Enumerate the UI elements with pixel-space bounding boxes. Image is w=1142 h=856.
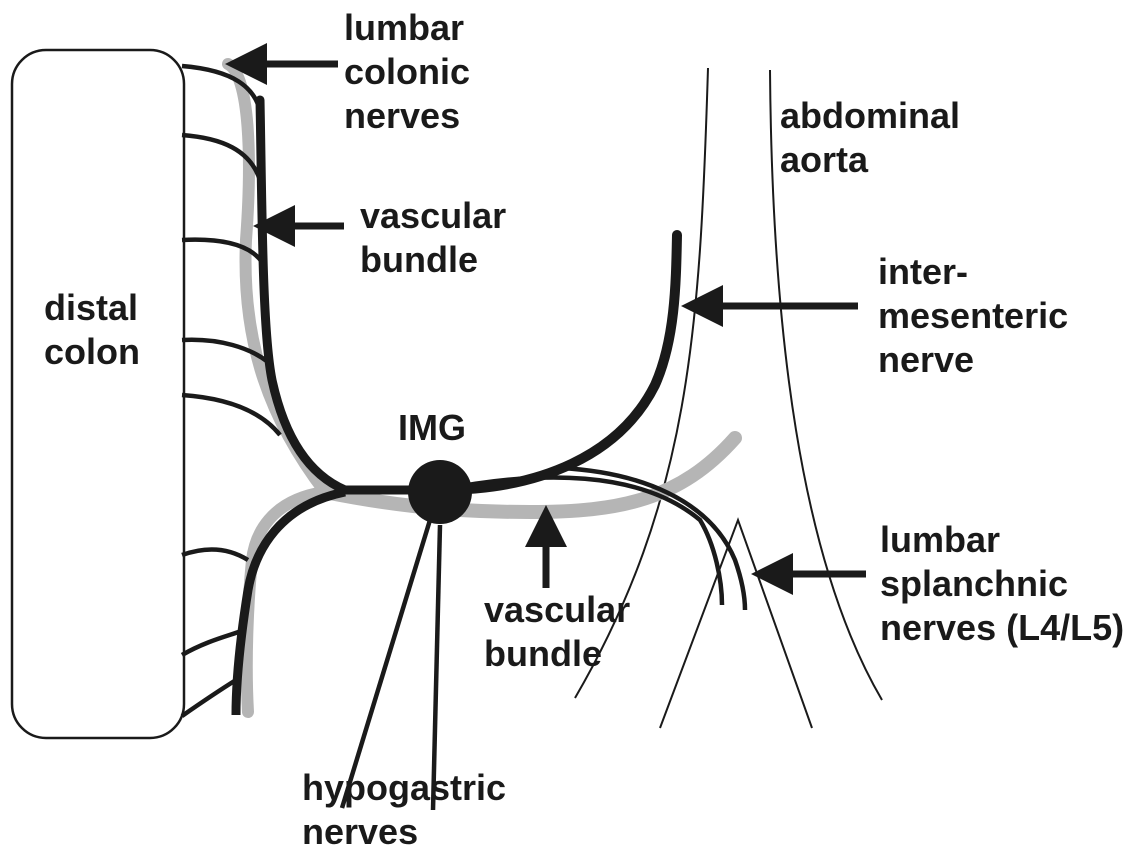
label-vascular-bundle-upper: vascular bundle <box>360 194 506 282</box>
distal-colon-shape <box>12 50 184 738</box>
label-line: vascular <box>484 588 630 632</box>
label-line: colonic <box>344 50 470 94</box>
label-abdominal-aorta: abdominal aorta <box>780 94 960 182</box>
spine-outline <box>660 520 812 728</box>
label-vascular-bundle-lower: vascular bundle <box>484 588 630 676</box>
label-line: bundle <box>360 238 506 282</box>
img-ganglion <box>408 460 472 524</box>
label-intermesenteric-nerve: inter- mesenteric nerve <box>878 250 1068 382</box>
label-line: splanchnic <box>880 562 1124 606</box>
label-lumbar-splanchnic-nerves: lumbar splanchnic nerves (L4/L5) <box>880 518 1124 650</box>
label-hypogastric-nerves: hypogastric nerves <box>302 766 506 854</box>
label-line: IMG <box>398 406 466 450</box>
label-line: nerve <box>878 338 1068 382</box>
label-line: bundle <box>484 632 630 676</box>
label-line: nerves <box>302 810 506 854</box>
label-line: nerves (L4/L5) <box>880 606 1124 650</box>
label-line: inter- <box>878 250 1068 294</box>
label-lumbar-colonic-nerves: lumbar colonic nerves <box>344 6 470 138</box>
label-img: IMG <box>398 406 466 450</box>
label-distal-colon: distal colon <box>44 286 140 374</box>
label-line: vascular <box>360 194 506 238</box>
label-line: lumbar <box>344 6 470 50</box>
label-line: distal <box>44 286 140 330</box>
label-line: abdominal <box>780 94 960 138</box>
label-line: aorta <box>780 138 960 182</box>
label-line: lumbar <box>880 518 1124 562</box>
label-line: colon <box>44 330 140 374</box>
label-line: hypogastric <box>302 766 506 810</box>
label-line: nerves <box>344 94 470 138</box>
label-line: mesenteric <box>878 294 1068 338</box>
